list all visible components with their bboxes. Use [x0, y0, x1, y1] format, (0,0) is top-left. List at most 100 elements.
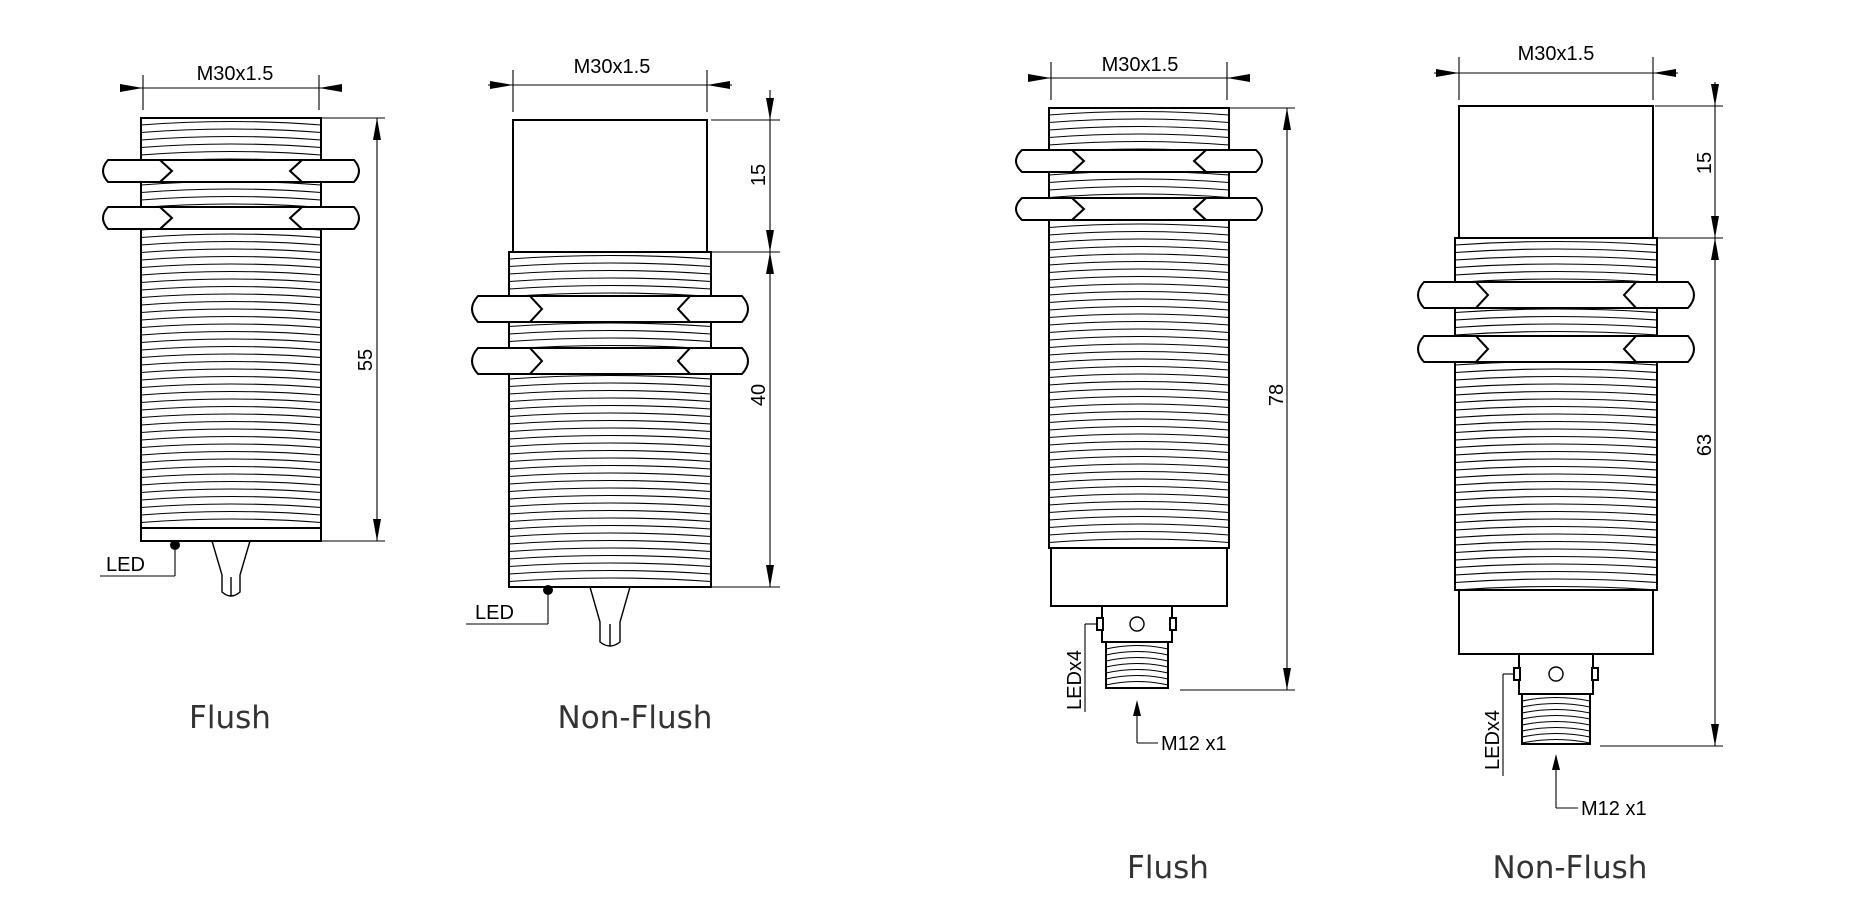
connector-label: M12 x1	[1581, 798, 1647, 820]
thread-line	[1454, 585, 1658, 591]
thread-line	[508, 479, 712, 485]
arrow-head	[1711, 238, 1719, 260]
thread-line	[1454, 443, 1658, 449]
thread-line	[508, 539, 712, 545]
thread-line	[1048, 485, 1230, 491]
arrow-head	[1133, 700, 1141, 716]
thread-line	[1521, 726, 1591, 732]
thread-line	[140, 518, 322, 524]
thread-line	[1048, 403, 1230, 409]
rear-housing	[1458, 589, 1654, 655]
connector-led-window	[1129, 616, 1145, 632]
thread-line	[1048, 455, 1230, 461]
connector-collar	[1518, 653, 1594, 695]
thread-line	[1454, 488, 1658, 494]
thread-line	[1048, 328, 1230, 334]
thread-line	[140, 398, 322, 404]
thread-line	[1048, 395, 1230, 401]
thread-line	[508, 449, 712, 455]
thread-line	[140, 458, 322, 464]
thread-line	[1048, 418, 1230, 424]
thread-line	[140, 150, 322, 156]
thread-line	[140, 450, 322, 456]
width-dimension-label: M30x1.5	[574, 56, 651, 78]
thread-line	[508, 374, 712, 380]
thread-line	[1454, 555, 1658, 561]
thread-line	[1454, 578, 1658, 584]
thread-line	[1454, 248, 1658, 254]
thread-line	[508, 442, 712, 448]
thread-line	[140, 188, 322, 194]
thread-line	[1048, 380, 1230, 386]
thread-line	[1048, 493, 1230, 499]
lock-nut	[471, 347, 749, 375]
arrow-head	[766, 230, 774, 252]
thread-line	[1454, 540, 1658, 546]
thread-line	[1521, 708, 1591, 714]
lock-nut	[102, 159, 360, 183]
arrow-head	[1711, 216, 1719, 238]
thread-line	[1105, 668, 1169, 674]
thread-line	[1048, 305, 1230, 311]
thread-line	[1454, 270, 1658, 276]
thread-line	[140, 128, 322, 134]
thread-line	[508, 487, 712, 493]
sensor-nonflush-cable: M30x1.5 15 40 LED Non-Flush	[466, 56, 780, 736]
thread-line	[1454, 480, 1658, 486]
thread-line	[140, 405, 322, 411]
caption: Non-Flush	[1493, 850, 1648, 886]
thread-line	[1048, 268, 1230, 274]
lock-nut	[1015, 149, 1263, 173]
thread-line	[1048, 538, 1230, 544]
thread-line	[140, 195, 322, 201]
thread-line	[508, 337, 712, 343]
thread-line	[140, 420, 322, 426]
lock-nut	[1417, 335, 1695, 363]
thread-line	[1454, 315, 1658, 321]
thread-line	[1048, 298, 1230, 304]
lock-nut	[102, 206, 360, 230]
thread-line	[1454, 428, 1658, 434]
length-dimension-label: 78	[1266, 384, 1288, 406]
thread-line	[140, 255, 322, 261]
thread-line	[1454, 465, 1658, 471]
caption: Flush	[189, 700, 271, 736]
arrow-head	[490, 81, 513, 89]
arrow-head	[766, 252, 774, 274]
thread-line	[1454, 435, 1658, 441]
thread-line	[140, 285, 322, 291]
thread-line	[1048, 373, 1230, 379]
thread-line	[508, 509, 712, 515]
thread-line	[140, 510, 322, 516]
thread-line	[140, 443, 322, 449]
thread-line	[1454, 458, 1658, 464]
thread-line	[1454, 323, 1658, 329]
thread-line	[1521, 720, 1591, 726]
thread-line	[1048, 193, 1230, 199]
thread-line	[1521, 696, 1591, 702]
thread-line	[1048, 365, 1230, 371]
thread-line	[1048, 275, 1230, 281]
thread-line	[1048, 320, 1230, 326]
thread-line	[1521, 702, 1591, 708]
thread-line	[1048, 125, 1230, 131]
thread-line	[508, 547, 712, 553]
arrow-head	[373, 519, 381, 541]
rear-housing	[1050, 547, 1228, 607]
thread-line	[508, 329, 712, 335]
thread-line	[1048, 343, 1230, 349]
thread-line	[140, 338, 322, 344]
thread-line	[508, 254, 712, 260]
arrow-head	[1552, 754, 1560, 770]
thread-line	[1454, 518, 1658, 524]
thread-line	[1454, 255, 1658, 261]
thread-line	[140, 263, 322, 269]
length-dimension-label: 55	[355, 349, 377, 371]
thread-line	[1048, 425, 1230, 431]
thread-line	[1454, 405, 1658, 411]
thread-line	[1454, 563, 1658, 569]
thread-line	[508, 494, 712, 500]
thread-line	[1454, 383, 1658, 389]
thread-line	[1048, 515, 1230, 521]
